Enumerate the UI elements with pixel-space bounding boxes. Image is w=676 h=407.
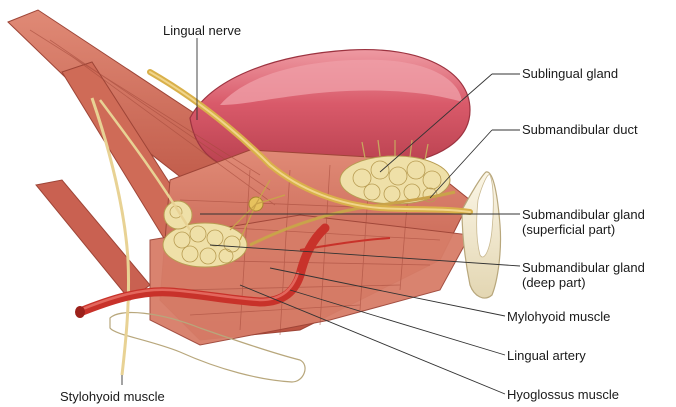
label-submandibular-gland-superficial-line2: (superficial part)	[522, 222, 645, 237]
label-sublingual-gland: Sublingual gland	[522, 66, 618, 81]
label-hyoglossus-muscle: Hyoglossus muscle	[507, 387, 619, 402]
label-submandibular-gland-deep-line2: (deep part)	[522, 275, 645, 290]
label-lingual-artery: Lingual artery	[507, 348, 586, 363]
lingual-artery-cut-end	[75, 306, 85, 318]
label-submandibular-duct: Submandibular duct	[522, 122, 638, 137]
label-submandibular-gland-deep-line1: Submandibular gland	[522, 260, 645, 275]
posterior-belly-digastric	[36, 180, 150, 300]
label-submandibular-gland-superficial: Submandibular gland (superficial part)	[522, 207, 645, 237]
label-stylohyoid-muscle: Stylohyoid muscle	[60, 389, 165, 404]
label-submandibular-gland-deep: Submandibular gland (deep part)	[522, 260, 645, 290]
label-lingual-nerve: Lingual nerve	[163, 23, 241, 38]
label-mylohyoid-muscle: Mylohyoid muscle	[507, 309, 610, 324]
label-submandibular-gland-superficial-line1: Submandibular gland	[522, 207, 645, 222]
